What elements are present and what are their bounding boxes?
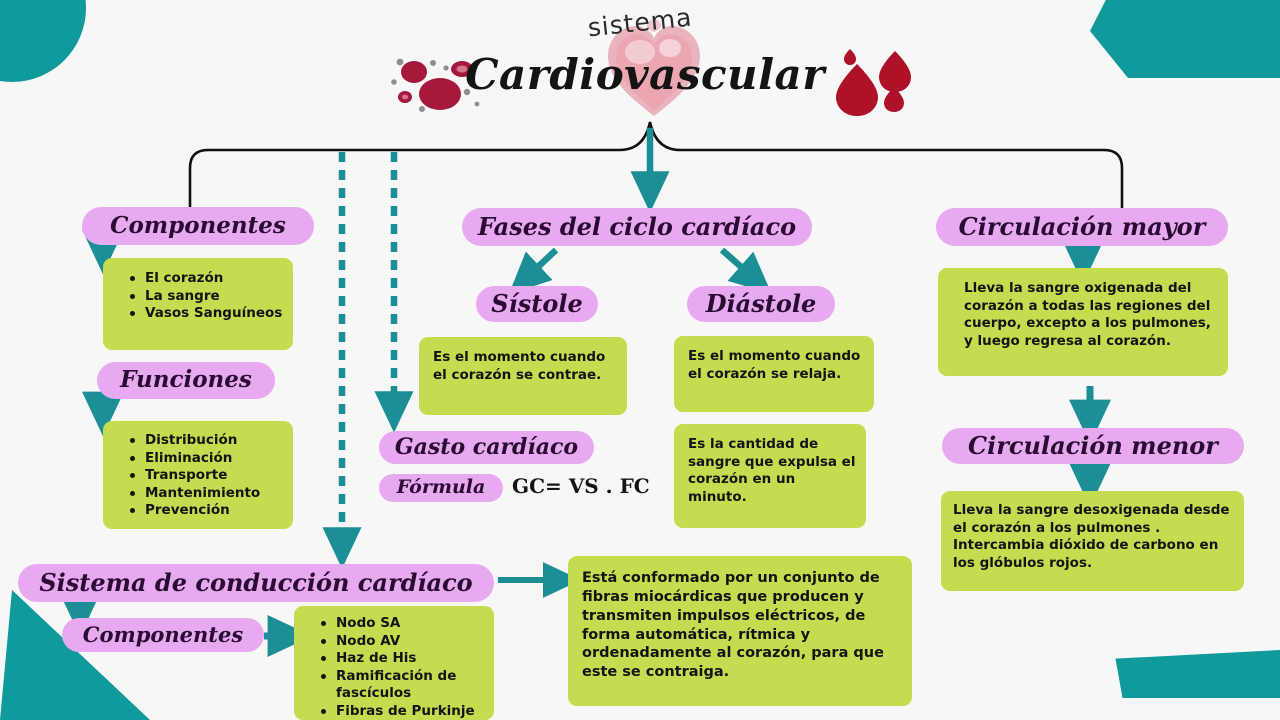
box-diastole-description-2: Es la cantidad de sangre que expulsa el …: [674, 424, 866, 528]
list-item: Haz de His: [321, 650, 488, 668]
list-item: Nodo SA: [321, 615, 488, 633]
corner-decoration-bottom-left: [0, 590, 150, 720]
list-item: Mantenimiento: [130, 485, 283, 503]
node-diastole[interactable]: Diástole: [687, 286, 835, 322]
node-gasto-cardiaco[interactable]: Gasto cardíaco: [379, 431, 594, 464]
box-conduccion-description: Está conformado por un conjunto de fibra…: [568, 556, 912, 706]
list-item: Eliminación: [130, 450, 283, 468]
list-item: Distribución: [130, 432, 283, 450]
list-item: Fibras de Purkinje: [321, 703, 488, 720]
list-item: Transporte: [130, 467, 283, 485]
node-conduccion-componentes[interactable]: Componentes: [62, 618, 264, 652]
node-funciones[interactable]: Funciones: [97, 362, 275, 399]
title-main: Cardiovascular: [465, 50, 825, 99]
box-sistole-description: Es el momento cuando el corazón se contr…: [419, 337, 627, 415]
corner-decoration-top-right: [1090, 0, 1280, 78]
corner-decoration-bottom-right: [1115, 650, 1280, 698]
list-item: La sangre: [130, 288, 283, 306]
box-componentes-items: El corazón La sangre Vasos Sanguíneos: [103, 258, 293, 350]
page-title: sistema Cardiovascular: [0, 0, 1280, 130]
formula-value: GC= VS . FC: [512, 474, 650, 498]
box-circulacion-menor-description: Lleva la sangre desoxigenada desde el co…: [941, 491, 1244, 591]
node-fases-ciclo-cardiaco[interactable]: Fases del ciclo cardíaco: [462, 208, 812, 246]
node-circulacion-mayor[interactable]: Circulación mayor: [936, 208, 1228, 246]
node-sistema-conduccion[interactable]: Sistema de conducción cardíaco: [18, 564, 494, 602]
node-componentes[interactable]: Componentes: [82, 207, 314, 245]
list-item: Nodo AV: [321, 633, 488, 651]
blood-cells-icon: [391, 58, 480, 112]
box-diastole-description: Es el momento cuando el corazón se relaj…: [674, 336, 874, 412]
node-formula-label[interactable]: Fórmula: [379, 474, 503, 502]
node-sistole[interactable]: Sístole: [476, 286, 598, 322]
box-conduccion-items: Nodo SA Nodo AV Haz de His Ramificación …: [294, 606, 494, 720]
box-funciones-items: Distribución Eliminación Transporte Mant…: [103, 421, 293, 529]
heart-illustration: [608, 19, 700, 116]
node-circulacion-menor[interactable]: Circulación menor: [942, 428, 1244, 464]
list-item: Ramificación de fascículos: [321, 668, 488, 703]
list-item: Prevención: [130, 502, 283, 520]
list-item: Vasos Sanguíneos: [130, 305, 283, 322]
blood-drops-icon: [836, 49, 911, 116]
list-item: El corazón: [130, 270, 283, 288]
box-circulacion-mayor-description: Lleva la sangre oxigenada del corazón a …: [938, 268, 1228, 376]
